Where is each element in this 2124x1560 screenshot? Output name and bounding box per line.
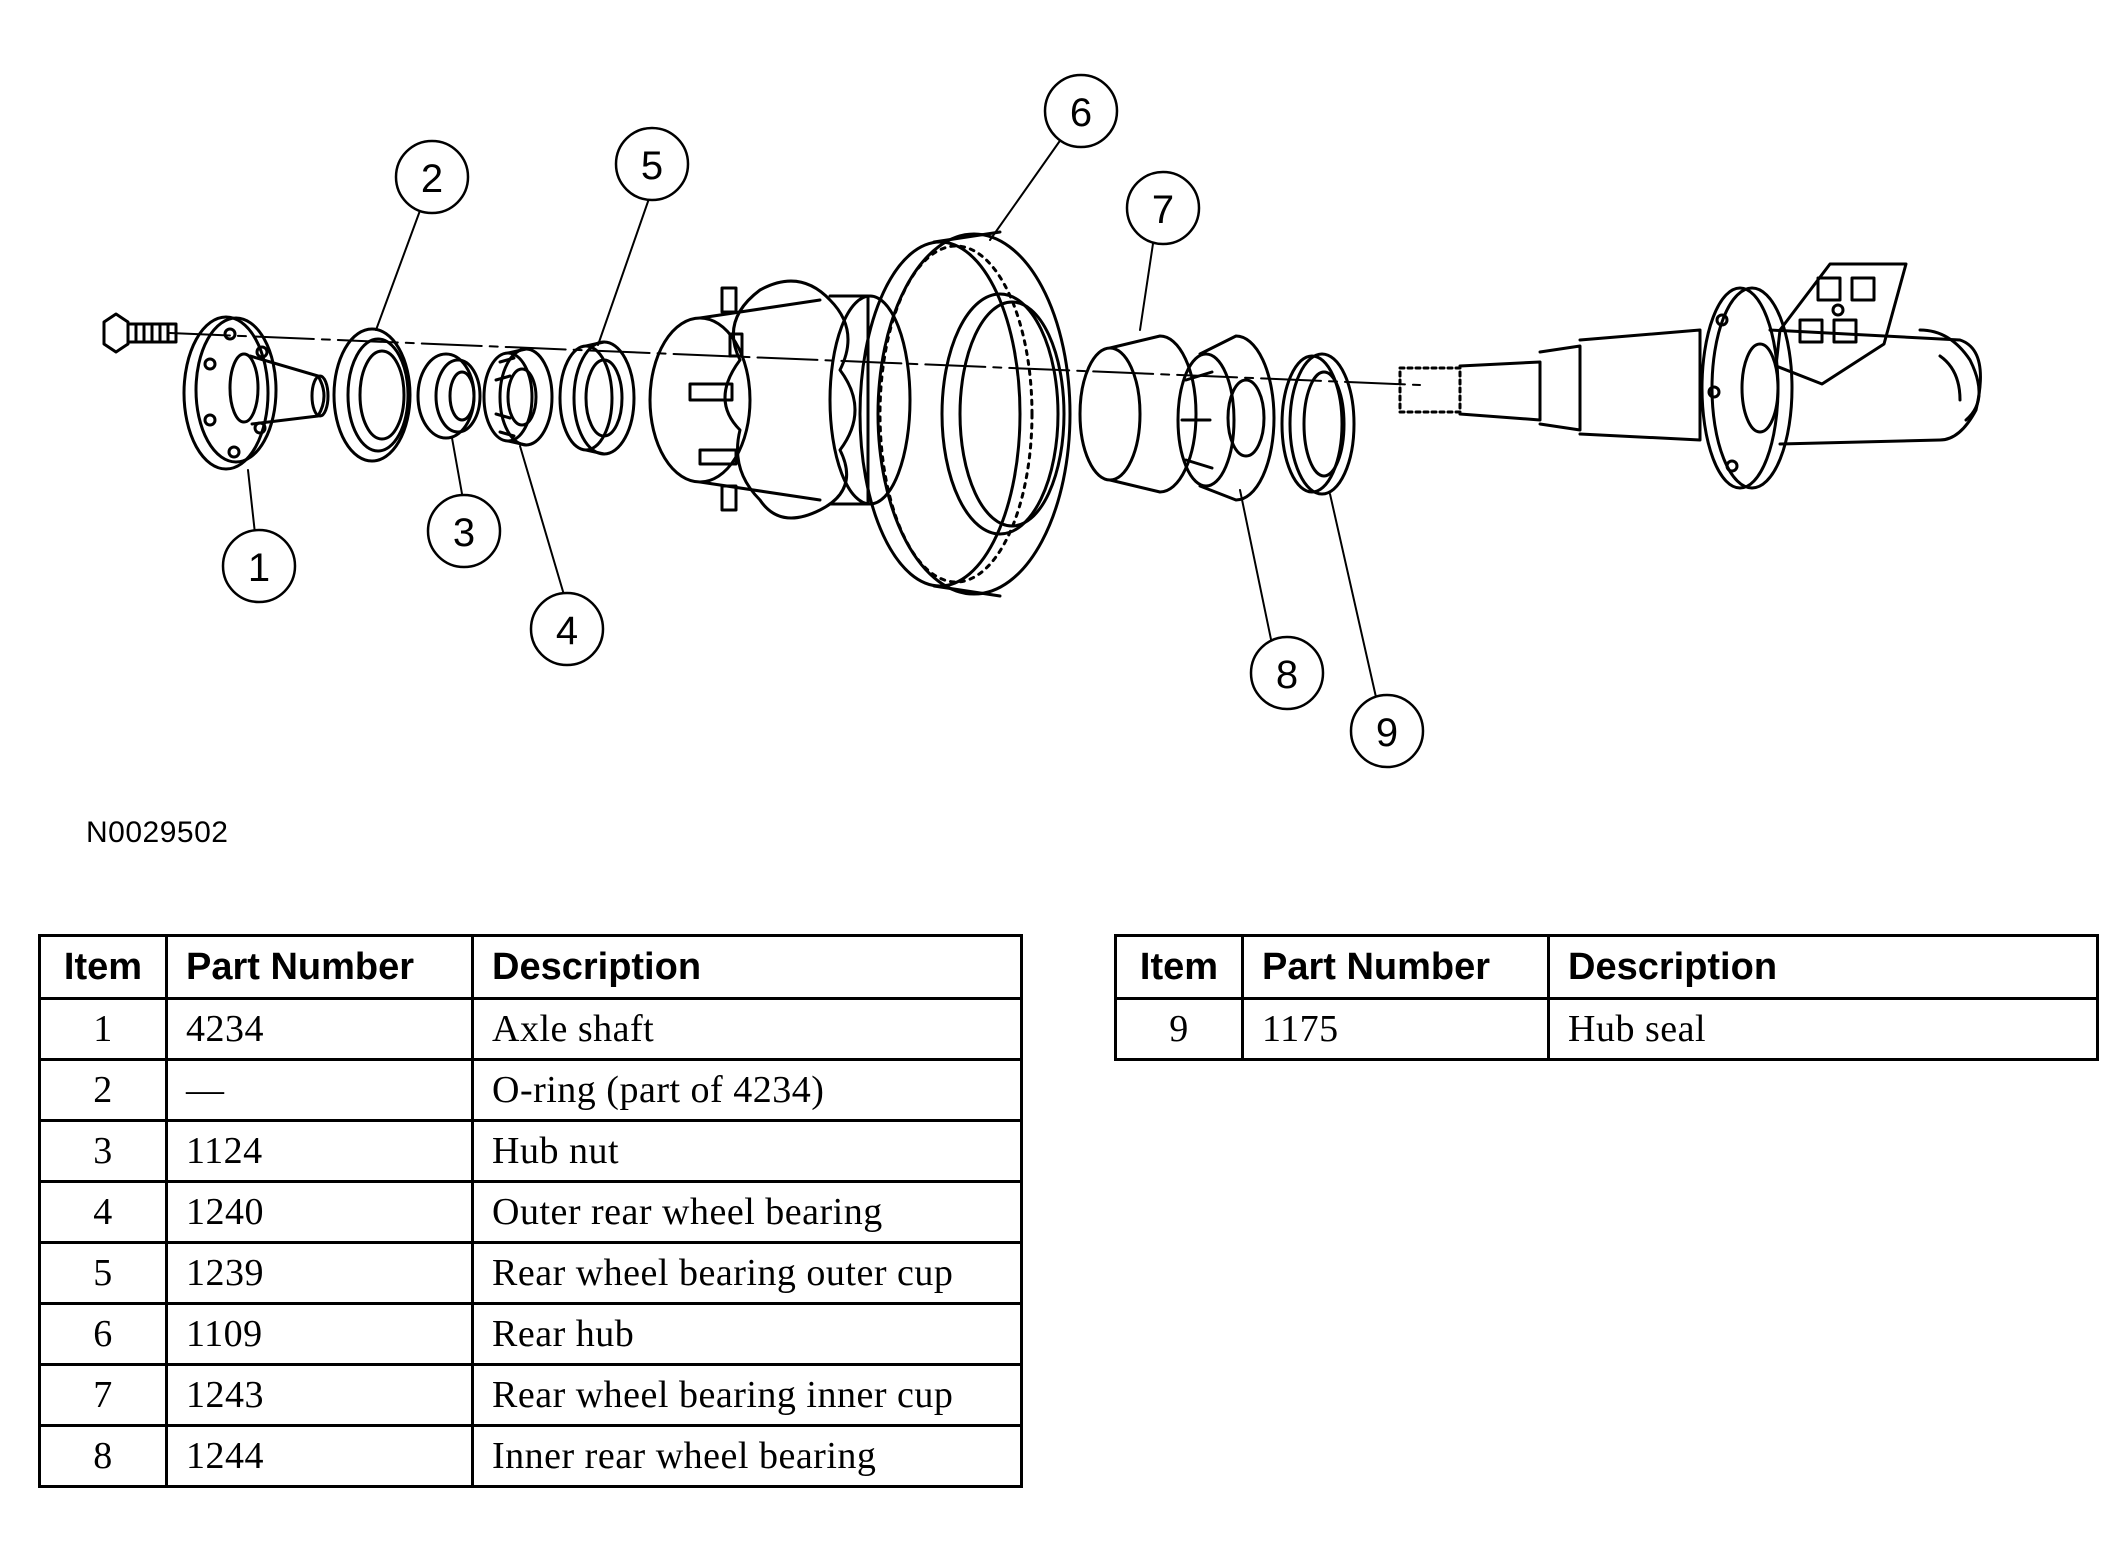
table-row: 5 1239 Rear wheel bearing outer cup bbox=[38, 1241, 1023, 1305]
cell-item: 3 bbox=[38, 1119, 168, 1183]
exploded-hub-diagram: 1 2 3 4 5 6 7 8 bbox=[102, 73, 1982, 769]
hub-nut bbox=[416, 352, 482, 440]
svg-text:8: 8 bbox=[1276, 653, 1298, 697]
callout-3: 3 bbox=[426, 493, 502, 569]
inner-rear-wheel-bearing bbox=[1176, 334, 1276, 502]
callout-9: 9 bbox=[1349, 693, 1425, 769]
outer-rear-wheel-bearing bbox=[482, 347, 554, 447]
o-ring bbox=[332, 327, 412, 463]
center-axis-line bbox=[169, 332, 1421, 386]
cell-item: 4 bbox=[38, 1180, 168, 1244]
cell-item: 8 bbox=[38, 1424, 168, 1488]
svg-text:5: 5 bbox=[641, 144, 663, 188]
hub-seal bbox=[1280, 352, 1356, 496]
svg-text:9: 9 bbox=[1376, 711, 1398, 755]
cell-item: 7 bbox=[38, 1363, 168, 1427]
rear-wheel-bearing-inner-cup bbox=[1078, 334, 1198, 494]
table-row: 9 1175 Hub seal bbox=[1114, 997, 2099, 1061]
cell-part-number: 1239 bbox=[165, 1241, 474, 1305]
cell-description: Rear hub bbox=[471, 1302, 1023, 1366]
table-header-row: Item Part Number Description bbox=[38, 934, 1023, 1000]
figure-id: N0029502 bbox=[86, 816, 229, 849]
cell-part-number: 1243 bbox=[165, 1363, 474, 1427]
header-item: Item bbox=[38, 934, 168, 1000]
svg-text:2: 2 bbox=[421, 157, 443, 201]
cell-description: Hub seal bbox=[1547, 997, 2099, 1061]
cell-item: 9 bbox=[1114, 997, 1244, 1061]
header-description: Description bbox=[1547, 934, 2099, 1000]
svg-text:3: 3 bbox=[453, 511, 475, 555]
parts-table-left: Item Part Number Description 1 4234 Axle… bbox=[38, 934, 1023, 1488]
spindle-housing bbox=[1398, 262, 1982, 490]
table-row: 1 4234 Axle shaft bbox=[38, 997, 1023, 1061]
callouts: 1 2 3 4 5 6 7 8 bbox=[221, 73, 1425, 769]
table-row: 2 — O-ring (part of 4234) bbox=[38, 1058, 1023, 1122]
parts-table-right: Item Part Number Description 9 1175 Hub … bbox=[1114, 934, 2099, 1061]
cell-item: 6 bbox=[38, 1302, 168, 1366]
axle-bolt bbox=[102, 312, 178, 354]
table-row: 6 1109 Rear hub bbox=[38, 1302, 1023, 1366]
callout-1: 1 bbox=[221, 528, 297, 604]
cell-item: 2 bbox=[38, 1058, 168, 1122]
cell-part-number: 1244 bbox=[165, 1424, 474, 1488]
cell-description: O-ring (part of 4234) bbox=[471, 1058, 1023, 1122]
axle-shaft-flange bbox=[182, 315, 330, 471]
callout-5: 5 bbox=[614, 126, 690, 202]
cell-description: Rear wheel bearing inner cup bbox=[471, 1363, 1023, 1427]
callout-4: 4 bbox=[529, 591, 605, 667]
callout-8: 8 bbox=[1249, 635, 1325, 711]
table-row: 4 1240 Outer rear wheel bearing bbox=[38, 1180, 1023, 1244]
cell-description: Outer rear wheel bearing bbox=[471, 1180, 1023, 1244]
callout-2: 2 bbox=[394, 139, 470, 215]
header-description: Description bbox=[471, 934, 1023, 1000]
header-item: Item bbox=[1114, 934, 1244, 1000]
cell-part-number: 1124 bbox=[165, 1119, 474, 1183]
svg-text:4: 4 bbox=[556, 609, 578, 653]
cell-description: Inner rear wheel bearing bbox=[471, 1424, 1023, 1488]
table-header-row: Item Part Number Description bbox=[1114, 934, 2099, 1000]
cell-part-number: 1240 bbox=[165, 1180, 474, 1244]
svg-text:7: 7 bbox=[1152, 188, 1174, 232]
table-row: 7 1243 Rear wheel bearing inner cup bbox=[38, 1363, 1023, 1427]
table-row: 3 1124 Hub nut bbox=[38, 1119, 1023, 1183]
cell-part-number: 4234 bbox=[165, 997, 474, 1061]
cell-item: 1 bbox=[38, 997, 168, 1061]
callout-7: 7 bbox=[1125, 170, 1201, 246]
svg-text:6: 6 bbox=[1070, 91, 1092, 135]
cell-description: Axle shaft bbox=[471, 997, 1023, 1061]
cell-part-number: — bbox=[165, 1058, 474, 1122]
cell-description: Rear wheel bearing outer cup bbox=[471, 1241, 1023, 1305]
header-part-number: Part Number bbox=[165, 934, 474, 1000]
callout-6: 6 bbox=[1043, 73, 1119, 149]
svg-text:1: 1 bbox=[248, 546, 270, 590]
cell-item: 5 bbox=[38, 1241, 168, 1305]
cell-part-number: 1109 bbox=[165, 1302, 474, 1366]
header-part-number: Part Number bbox=[1241, 934, 1550, 1000]
table-row: 8 1244 Inner rear wheel bearing bbox=[38, 1424, 1023, 1488]
cell-description: Hub nut bbox=[471, 1119, 1023, 1183]
cell-part-number: 1175 bbox=[1241, 997, 1550, 1061]
rear-hub bbox=[648, 230, 1072, 598]
rear-wheel-bearing-outer-cup bbox=[558, 340, 636, 456]
